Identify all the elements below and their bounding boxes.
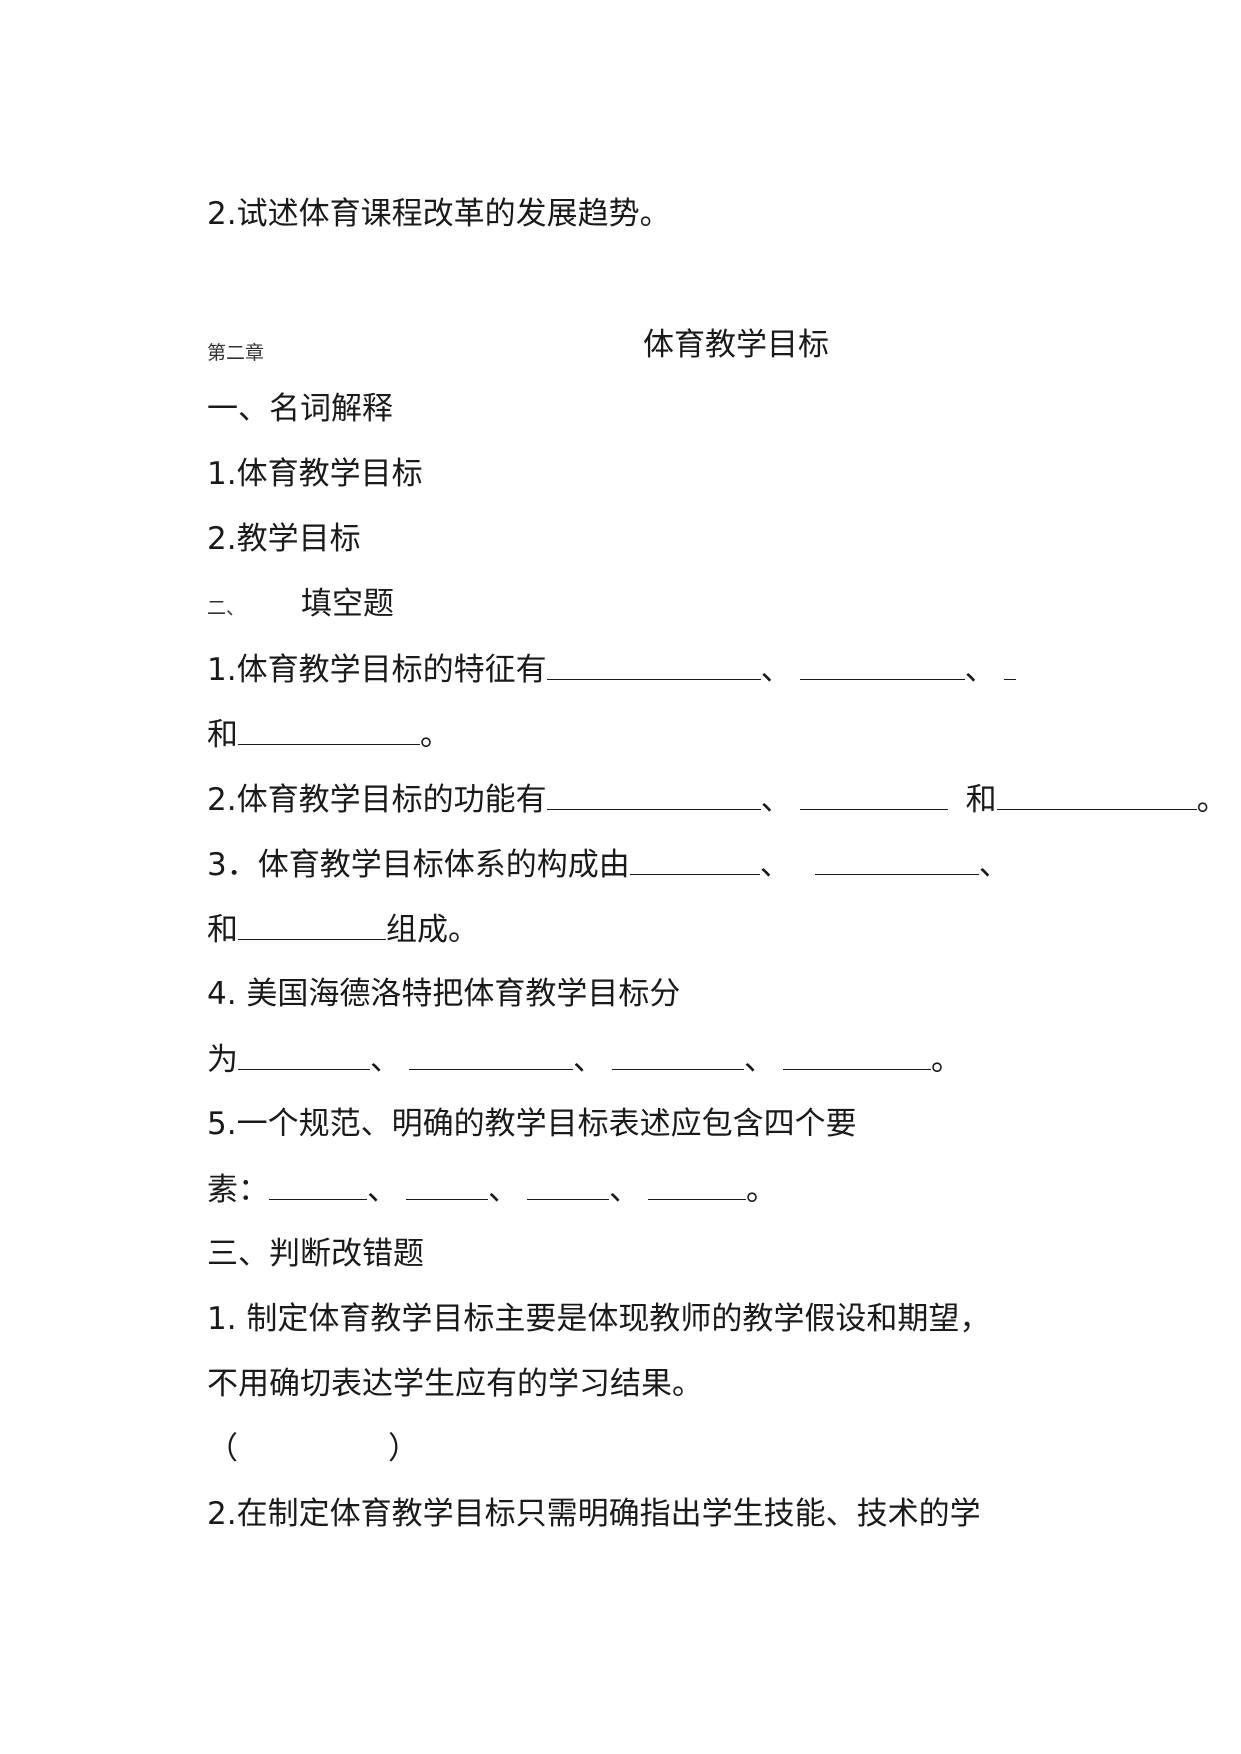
judge-q1-line2: 不用确切表达学生应有的学习结果。 [207, 1366, 703, 1402]
answer-blank[interactable] [814, 844, 979, 875]
answer-blank[interactable] [406, 1169, 488, 1200]
section2-heading: 二、 填空题 [207, 584, 394, 628]
judge-q2-line1: 2.在制定体育教学目标只需明确指出学生技能、技术的学 [207, 1496, 981, 1532]
fill-q1-line2: 和。 [207, 714, 451, 755]
chapter-label: 第二章 [207, 342, 265, 364]
answer-blank[interactable] [546, 779, 761, 810]
fill-q2: 2.体育教学目标的功能有、和。 [207, 779, 1228, 820]
fill-q4-line1: 4. 美国海德洛特把体育教学目标分 [207, 976, 681, 1012]
fill-q3-line2: 和组成。 [207, 909, 479, 950]
answer-blank[interactable] [409, 1039, 573, 1070]
question-prev: 2.试述体育课程改革的发展趋势。 [207, 196, 671, 232]
answer-blank[interactable] [799, 779, 948, 810]
term-item-2: 2.教学目标 [207, 521, 361, 557]
term-item-1: 1.体育教学目标 [207, 456, 423, 492]
fill-q5-line2: 素：、、、。 [207, 1169, 777, 1210]
answer-blank[interactable] [996, 779, 1197, 810]
answer-blank[interactable] [527, 1169, 609, 1200]
fill-q4-line2: 为、、、。 [207, 1039, 962, 1080]
section3-heading: 三、判断改错题 [207, 1236, 424, 1272]
section2-title: 填空题 [301, 586, 395, 622]
fill-q3-line1: 3．体育教学目标体系的构成由、、 [207, 844, 1010, 885]
answer-blank[interactable] [629, 844, 760, 875]
judge-q1-answer: （） [207, 1429, 419, 1469]
fill-q1-line1: 1.体育教学目标的特征有、、 [207, 649, 1016, 690]
section1-heading: 一、名词解释 [207, 391, 393, 427]
answer-blank[interactable] [783, 1039, 931, 1070]
paren-open: （ [207, 1431, 238, 1467]
answer-blank[interactable] [648, 1169, 746, 1200]
answer-blank[interactable] [1003, 649, 1016, 680]
fill-q5-line1: 5.一个规范、明确的教学目标表述应包含四个要 [207, 1106, 857, 1142]
judge-q1-line1: 1. 制定体育教学目标主要是体现教师的教学假设和期望， [207, 1301, 991, 1337]
section2-number: 二、 [207, 597, 246, 619]
answer-blank[interactable] [238, 909, 386, 940]
answer-blank[interactable] [546, 649, 761, 680]
paren-close: ） [388, 1431, 419, 1467]
answer-blank[interactable] [238, 714, 420, 745]
answer-blank[interactable] [238, 1039, 370, 1070]
answer-blank[interactable] [612, 1039, 744, 1070]
chapter-title: 体育教学目标 [643, 327, 829, 363]
answer-blank[interactable] [269, 1169, 367, 1200]
answer-blank[interactable] [799, 649, 965, 680]
